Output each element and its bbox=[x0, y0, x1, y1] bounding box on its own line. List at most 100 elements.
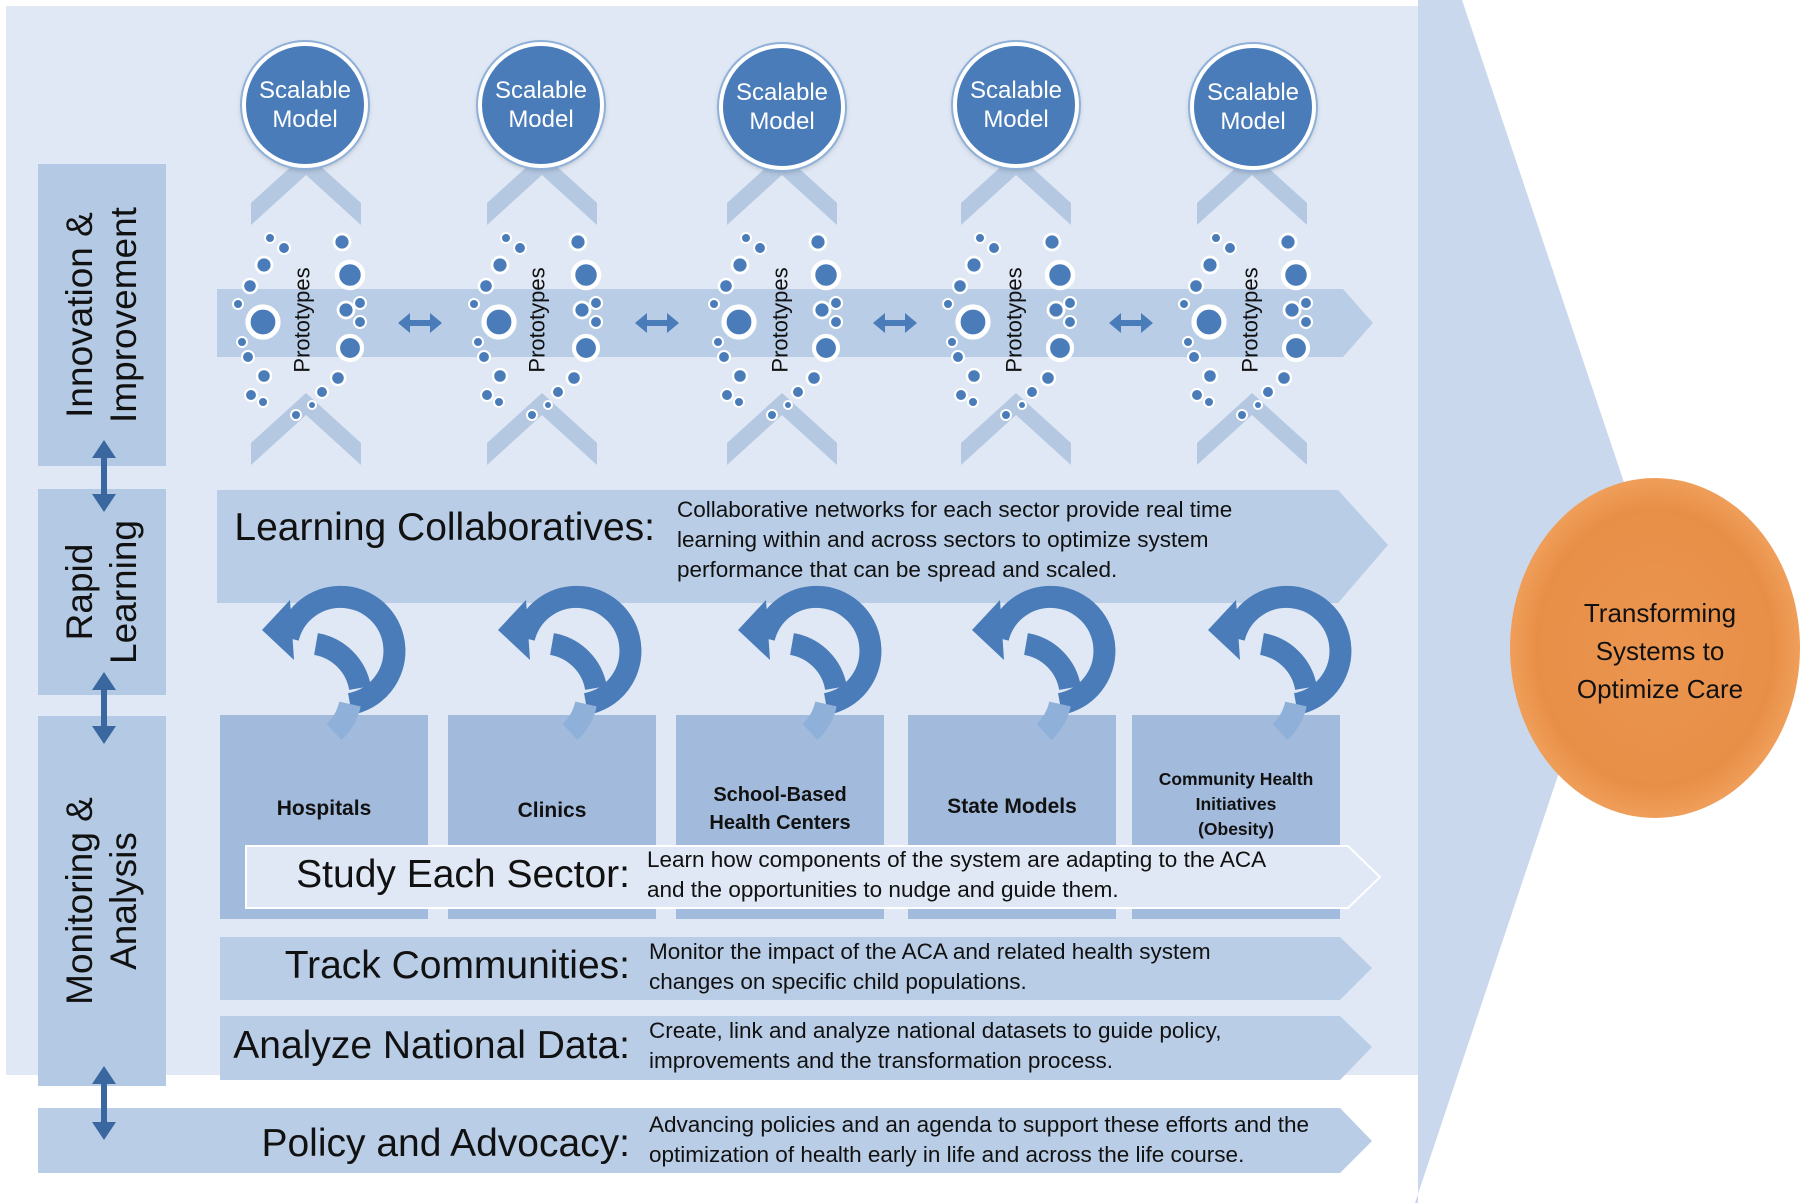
prototype-bubble bbox=[245, 304, 281, 340]
prototype-bubble bbox=[243, 387, 259, 403]
prototype-bubble bbox=[570, 259, 602, 291]
prototype-bubble bbox=[500, 232, 512, 244]
prototype-bubble bbox=[1186, 349, 1202, 365]
prototype-bubble bbox=[955, 304, 991, 340]
prototype-bubble bbox=[550, 384, 566, 400]
prototype-bubble bbox=[257, 396, 269, 408]
prototype-bubble bbox=[716, 349, 732, 365]
prototype-bubble bbox=[733, 396, 745, 408]
prototype-bubble bbox=[950, 349, 966, 365]
prototype-bubble bbox=[472, 336, 484, 348]
prototype-bubble bbox=[336, 300, 356, 320]
prototype-bubble bbox=[1044, 259, 1076, 291]
prototype-bubble bbox=[1039, 369, 1057, 387]
prototype-bubble bbox=[1045, 333, 1075, 363]
prototype-bubble bbox=[1280, 259, 1312, 291]
prototype-bubble bbox=[808, 232, 828, 252]
prototype-bubble bbox=[565, 369, 583, 387]
scalable-model-circle: Scalable Model bbox=[1190, 44, 1316, 170]
prototype-bubble bbox=[1278, 232, 1298, 252]
prototype-bubble bbox=[254, 255, 274, 275]
prototype-bubble bbox=[476, 349, 492, 365]
prototype-bubble bbox=[232, 298, 244, 310]
up-chevron bbox=[487, 393, 597, 465]
learning-band bbox=[217, 490, 1388, 603]
scalable-model-circle: Scalable Model bbox=[478, 42, 604, 168]
up-chevron bbox=[251, 393, 361, 465]
study-band bbox=[245, 845, 1382, 909]
scalable-model-circle: Scalable Model bbox=[242, 42, 368, 168]
prototype-bubble bbox=[477, 277, 495, 295]
prototype-bubble bbox=[740, 232, 752, 244]
prototype-bubble bbox=[290, 409, 302, 421]
prototype-bubble bbox=[783, 400, 793, 410]
prototype-bubble bbox=[512, 240, 528, 256]
prototypes-label-text: Prototypes bbox=[768, 267, 794, 373]
innovation-bar bbox=[38, 164, 166, 466]
prototype-bubble bbox=[240, 349, 256, 365]
prototype-bubble bbox=[1062, 314, 1078, 330]
policy-heading: Policy and Advocacy: bbox=[261, 1122, 630, 1165]
prototypes-label: Prototypes bbox=[503, 250, 573, 390]
prototype-bubble bbox=[332, 232, 352, 252]
prototype-bubble bbox=[1281, 333, 1311, 363]
prototype-bubble bbox=[1298, 314, 1314, 330]
prototype-bubble bbox=[1201, 367, 1219, 385]
double-arrow-icon bbox=[398, 313, 442, 333]
outcome-label: Transforming Systems to Optimize Care bbox=[1576, 598, 1744, 704]
side-label-innovation: Innovation & Improvement bbox=[38, 164, 166, 466]
cycle-arrow-icon bbox=[1259, 633, 1317, 691]
cycle-arrow-icon bbox=[1223, 585, 1352, 715]
prototype-bubble bbox=[352, 295, 368, 311]
prototypes-label-text: Prototypes bbox=[525, 267, 551, 373]
prototype-bubble bbox=[766, 409, 778, 421]
cycle-arrow-icon bbox=[972, 600, 1004, 660]
sector-label-clinics: Clinics bbox=[517, 799, 587, 822]
prototype-bubble bbox=[1253, 400, 1263, 410]
double-arrow-icon bbox=[635, 313, 679, 333]
prototype-bubble bbox=[481, 304, 517, 340]
cycle-arrow-icon bbox=[1272, 701, 1307, 741]
up-chevron bbox=[1197, 393, 1307, 465]
prototype-bubble bbox=[721, 304, 757, 340]
cycle-arrow-icon bbox=[513, 585, 642, 715]
prototype-bubble bbox=[790, 384, 806, 400]
prototype-bubble bbox=[942, 298, 954, 310]
prototype-bubble bbox=[568, 232, 588, 252]
prototype-bubble bbox=[712, 336, 724, 348]
scalable-model-circle: Scalable Model bbox=[953, 42, 1079, 168]
cycle-arrow-icon bbox=[802, 701, 837, 741]
study-description: Learn how components of the system are a… bbox=[647, 847, 1265, 902]
prototype-bubble bbox=[334, 259, 366, 291]
prototype-bubble bbox=[352, 314, 368, 330]
prototype-bubble bbox=[543, 400, 553, 410]
prototype-bubble bbox=[493, 396, 505, 408]
prototypes-label: Prototypes bbox=[980, 250, 1050, 390]
prototype-bubble bbox=[951, 277, 969, 295]
prototype-bubble bbox=[264, 232, 276, 244]
side-label-innovation-text: Innovation & Improvement bbox=[59, 207, 145, 423]
prototype-bubble bbox=[1000, 409, 1012, 421]
prototype-bubble bbox=[953, 387, 969, 403]
prototype-bubble bbox=[1282, 300, 1302, 320]
analyze-heading: Analyze National Data: bbox=[233, 1024, 630, 1067]
prototype-bubble bbox=[965, 367, 983, 385]
prototype-bubble bbox=[719, 387, 735, 403]
double-arrow-icon bbox=[92, 1066, 116, 1140]
prototype-bubble bbox=[241, 277, 259, 295]
prototype-bubble bbox=[571, 333, 601, 363]
prototype-bubble bbox=[1200, 255, 1220, 275]
prototype-bubble bbox=[1187, 277, 1205, 295]
prototype-bubble bbox=[986, 240, 1002, 256]
prototype-bubble bbox=[588, 314, 604, 330]
prototype-bubble bbox=[1046, 300, 1066, 320]
prototype-bubble bbox=[307, 400, 317, 410]
prototype-bubble bbox=[1203, 396, 1215, 408]
prototype-bubble bbox=[335, 333, 365, 363]
prototypes-label: Prototypes bbox=[268, 250, 338, 390]
prototype-bubble bbox=[964, 255, 984, 275]
prototype-bubble bbox=[1182, 336, 1194, 348]
prototype-bubble bbox=[255, 367, 273, 385]
track-description: Monitor the impact of the ACA and relate… bbox=[649, 939, 1211, 994]
